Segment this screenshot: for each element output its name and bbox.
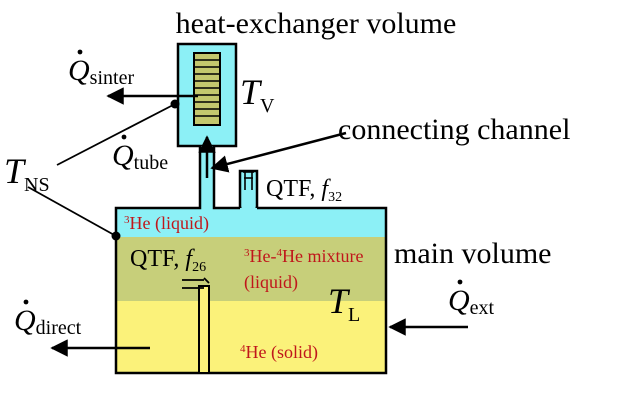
label-he3-liquid: 3He (liquid) bbox=[124, 213, 209, 234]
label-q-tube: Qtube bbox=[112, 139, 168, 174]
tns-dot-top bbox=[170, 99, 180, 109]
connecting-channel-pointer bbox=[210, 131, 347, 173]
label-main-volume: main volume bbox=[394, 237, 551, 270]
q-ext-dot bbox=[457, 279, 463, 285]
qtf26-stem bbox=[198, 285, 210, 374]
label-mixture-line1: 3He-4He mixture bbox=[244, 246, 363, 266]
q-tube-dot bbox=[121, 134, 127, 140]
label-t-ns: TNS bbox=[4, 151, 50, 196]
label-connecting-channel: connecting channel bbox=[338, 113, 570, 146]
label-q-direct: Qdirect bbox=[14, 304, 82, 339]
he3-liquid-layer bbox=[116, 208, 386, 237]
qtf26-fork bbox=[182, 277, 210, 289]
solid-he4-layer bbox=[116, 301, 386, 373]
label-t-l: TL bbox=[328, 281, 360, 326]
mixture-layer bbox=[116, 237, 386, 301]
label-q-sinter: Qsinter bbox=[68, 54, 134, 89]
label-he4-solid: 4He (solid) bbox=[240, 342, 318, 363]
tns-dot-bottom bbox=[111, 231, 121, 241]
label-qtf26: QTF, f26 bbox=[130, 246, 206, 275]
q-direct-dot bbox=[23, 299, 29, 305]
tns-leader-top bbox=[56, 103, 176, 166]
sinter-block bbox=[193, 52, 221, 126]
label-t-v: TV bbox=[240, 72, 275, 117]
label-mixture-line2: (liquid) bbox=[244, 272, 298, 293]
qtf32-tube bbox=[238, 169, 259, 210]
qtf32-fork bbox=[243, 171, 254, 190]
sinter-lines bbox=[194, 59, 220, 117]
tns-leader-bottom bbox=[27, 186, 117, 237]
diagram-title: heat-exchanger volume bbox=[176, 7, 457, 40]
q-sinter-dot bbox=[77, 49, 83, 55]
label-qtf32: QTF, f32 bbox=[266, 176, 342, 205]
label-q-ext: Qext bbox=[448, 284, 495, 319]
